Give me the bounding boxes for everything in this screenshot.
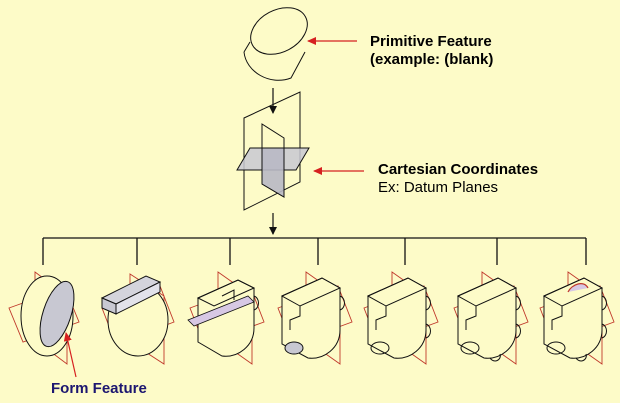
cartesian-subtitle: Ex: Datum Planes [378, 179, 499, 196]
primitive-example: (example: (blank) [370, 51, 494, 68]
primitive-title: Primitive Feature [370, 33, 492, 50]
primitive-cylinder-icon [243, 7, 308, 81]
feature-stage-2-icon [100, 273, 175, 365]
feature-stage-7-icon [539, 271, 615, 365]
feature-stage-3-icon [187, 271, 265, 365]
datum-planes-icon [236, 91, 310, 211]
feature-stage-4-icon [277, 271, 353, 365]
form-pointer-arrow [63, 332, 77, 378]
distribution-bus [42, 237, 587, 265]
form-feature-label: Form Feature [51, 380, 147, 397]
feature-stage-1-icon [8, 271, 80, 365]
feature-stage-6-icon [453, 271, 529, 365]
feature-stage-5-icon [363, 271, 439, 365]
cartesian-title: Cartesian Coordinates [378, 161, 539, 178]
